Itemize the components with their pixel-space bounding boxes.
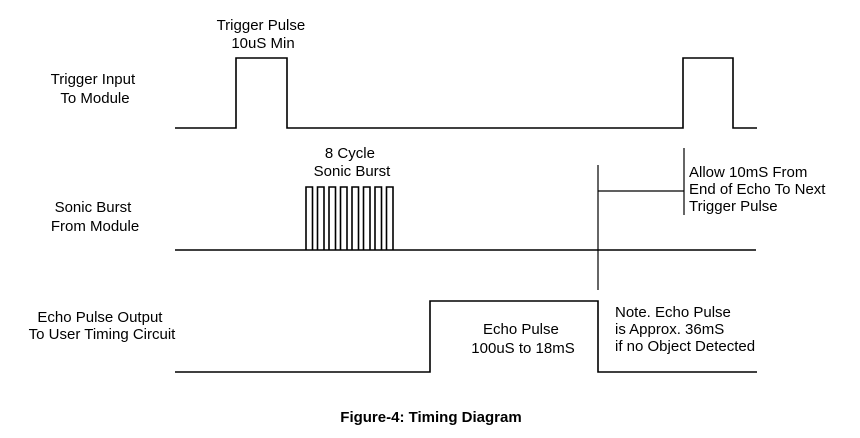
allow-line-3: Trigger Pulse	[689, 198, 778, 215]
burst-cycle	[328, 186, 337, 250]
trigger-pulse-annotation: Trigger Pulse 10uS Min	[217, 17, 310, 52]
trigger-pulse-line-1: Trigger Pulse	[217, 17, 306, 34]
burst-label-line-1: Sonic Burst	[55, 199, 133, 216]
sonic-burst-line-2: Sonic Burst	[314, 163, 392, 180]
burst-cycle	[385, 186, 394, 250]
burst-cycle	[351, 186, 360, 250]
echo-label-line-2: To User Timing Circuit	[29, 326, 177, 343]
trigger-label-line-2: To Module	[60, 90, 129, 107]
note-line-2: is Approx. 36mS	[615, 321, 724, 338]
echo-signal-label: Echo Pulse Output To User Timing Circuit	[29, 309, 177, 343]
trigger-waveform	[175, 57, 757, 129]
note-line-1: Note. Echo Pulse	[615, 304, 731, 321]
echo-note-annotation: Note. Echo Pulse is Approx. 36mS if no O…	[615, 304, 755, 355]
trigger-label-line-1: Trigger Input	[51, 71, 136, 88]
echo-pulse-line-2: 100uS to 18mS	[471, 340, 574, 357]
figure-caption: Figure-4: Timing Diagram	[340, 409, 521, 426]
sonic-burst-line-1: 8 Cycle	[325, 145, 375, 162]
trigger-pulse-line-2: 10uS Min	[231, 35, 294, 52]
burst-cycle	[305, 186, 314, 250]
burst-signal-label: Sonic Burst From Module	[51, 199, 139, 235]
burst-cycle	[362, 186, 371, 250]
trigger-signal-label: Trigger Input To Module	[51, 71, 140, 107]
echo-pulse-annotation: Echo Pulse 100uS to 18mS	[471, 321, 574, 357]
allow-line-2: End of Echo To Next	[689, 181, 826, 198]
echo-pulse-line-1: Echo Pulse	[483, 321, 559, 338]
burst-pulses	[305, 186, 394, 250]
burst-cycle	[316, 186, 325, 250]
echo-label-line-1: Echo Pulse Output	[37, 309, 163, 326]
sonic-burst-annotation: 8 Cycle Sonic Burst	[314, 145, 392, 180]
burst-label-line-2: From Module	[51, 218, 139, 235]
allow-time-annotation: Allow 10mS From End of Echo To Next Trig…	[689, 164, 830, 215]
allow-line-1: Allow 10mS From	[689, 164, 807, 181]
burst-cycle	[374, 186, 383, 250]
note-line-3: if no Object Detected	[615, 338, 755, 355]
echo-waveform	[175, 300, 757, 373]
burst-cycle	[339, 186, 348, 250]
